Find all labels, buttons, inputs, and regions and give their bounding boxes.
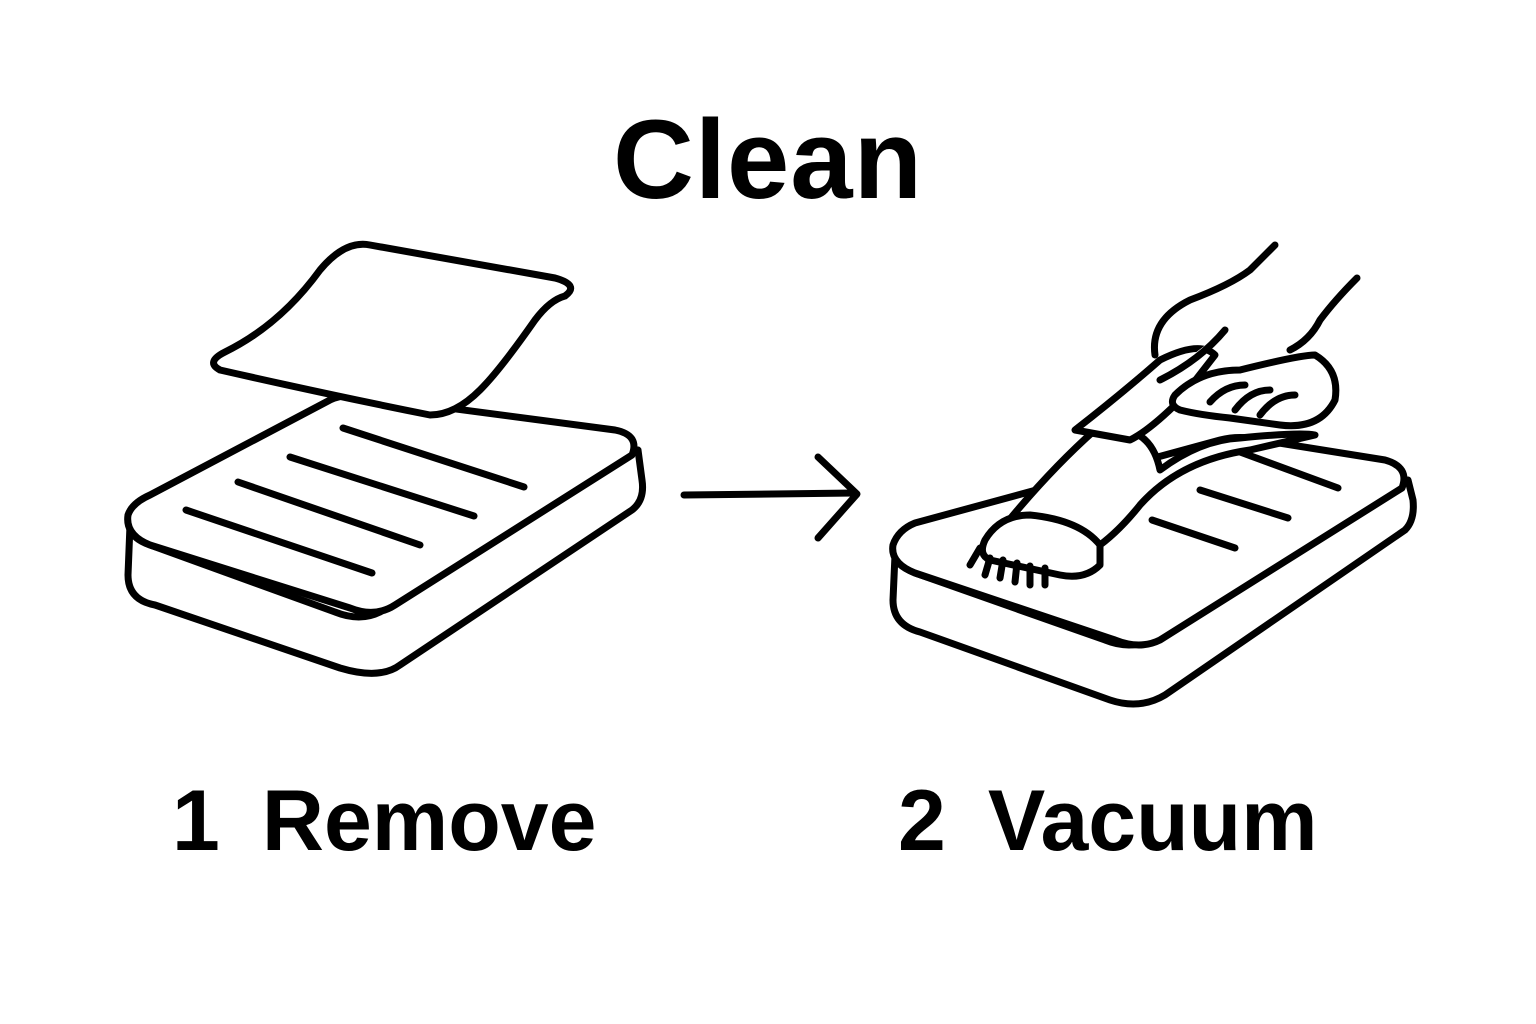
mattress-stitch-line (1236, 448, 1342, 492)
mattress-stitch-line (182, 506, 376, 577)
step-2-text: Vacuum (987, 773, 1318, 869)
sheet-icon (210, 240, 575, 419)
diagram-title: Clean (613, 97, 923, 222)
hand-icon (1150, 241, 1361, 384)
step-2-number: 2 (898, 773, 946, 869)
mattress-stitch-line (234, 478, 424, 549)
vacuum-brush-bristles (966, 544, 1049, 589)
step-2-label: 2 Vacuum (898, 772, 1318, 871)
step-1-label: 1 Remove (172, 772, 596, 871)
mattress-stitch-line (286, 453, 478, 520)
arrow-right-icon (680, 453, 861, 542)
mattress-stitch-line (339, 424, 528, 491)
step-1-number: 1 (172, 773, 220, 869)
mattress-stitch-line (1196, 486, 1292, 522)
vacuum-nozzle (978, 511, 1104, 580)
mattress-sheet-removal-icon (124, 240, 646, 677)
step-1-text: Remove (261, 773, 597, 869)
hand-vacuum-mattress-icon (889, 241, 1417, 708)
mattress-stitch-line (1148, 516, 1239, 552)
